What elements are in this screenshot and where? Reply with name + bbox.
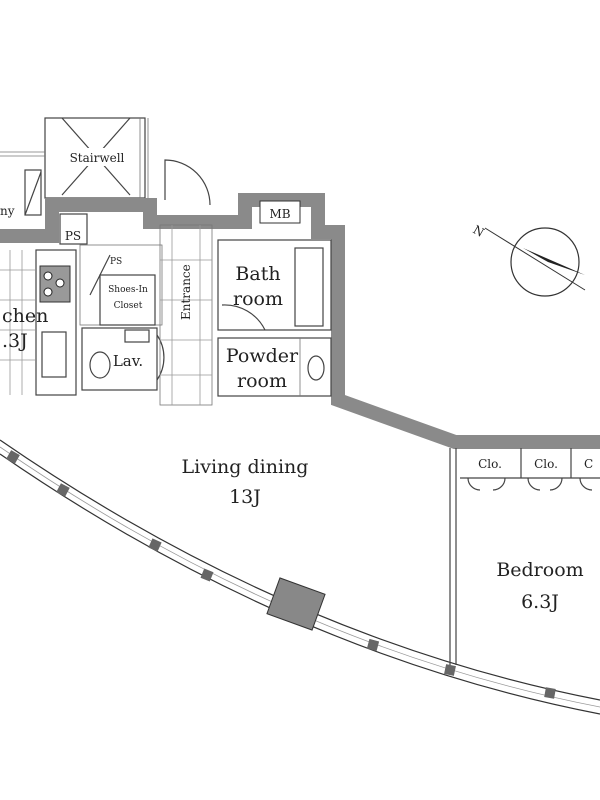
exterior-wall (0, 193, 600, 449)
stairwell: Stairwell (44, 117, 149, 199)
bedroom: Clo. Clo. C Bedroom 6.3J (449, 448, 600, 665)
entrance-label: Entrance (179, 264, 193, 320)
kitchen: chen .3J (0, 249, 77, 396)
bath-label-1: Bath (235, 263, 280, 285)
north-arrow-icon (523, 248, 585, 275)
living-dining-label-2: 13J (229, 486, 261, 508)
bedroom-label-1: Bedroom (496, 559, 583, 581)
ps-upper-box (59, 213, 88, 245)
entrance-hall: Entrance (159, 224, 213, 406)
closet-1-label: Clo. (478, 457, 502, 471)
ps-upper-label: PS (65, 229, 81, 243)
entrance-door[interactable] (164, 159, 211, 206)
ps-lower-label: PS (110, 257, 122, 267)
closet-2-label: Clo. (534, 457, 558, 471)
window-wall (0, 439, 600, 715)
kitchen-label-2: .3J (2, 330, 28, 352)
kitchen-label-1: chen (2, 305, 48, 327)
toilet-icon (89, 351, 111, 379)
stairwell-label: Stairwell (70, 151, 125, 165)
closet-doors (467, 477, 593, 491)
powder-room: Powder room (217, 337, 332, 397)
washbasin-icon (307, 355, 325, 381)
bedroom-label-2: 6.3J (521, 591, 559, 613)
shoes-label-2: Closet (114, 301, 143, 311)
mb-label: MB (269, 207, 290, 221)
compass: N (471, 222, 586, 297)
sink-icon (41, 331, 67, 378)
compass-north-label: N (471, 222, 487, 239)
powder-label-2: room (237, 370, 287, 392)
lavatory: Lav. (81, 327, 165, 391)
bathroom: Bath room (217, 239, 332, 331)
bathtub-icon (294, 247, 324, 327)
closet-3-label: C (584, 457, 593, 471)
balcony: ny (0, 151, 45, 218)
shoes-label-1: Shoes-In (108, 285, 148, 295)
bath-label-2: room (233, 288, 283, 310)
living-dining-label-1: Living dining (182, 456, 309, 478)
shoes-in-closet: PS Shoes-In Closet (79, 244, 163, 326)
column (266, 577, 326, 631)
mb-box (259, 200, 301, 224)
lav-label: Lav. (113, 352, 143, 370)
balcony-label: ny (0, 204, 15, 218)
powder-label-1: Powder (226, 345, 299, 367)
stove-icon (39, 265, 71, 303)
